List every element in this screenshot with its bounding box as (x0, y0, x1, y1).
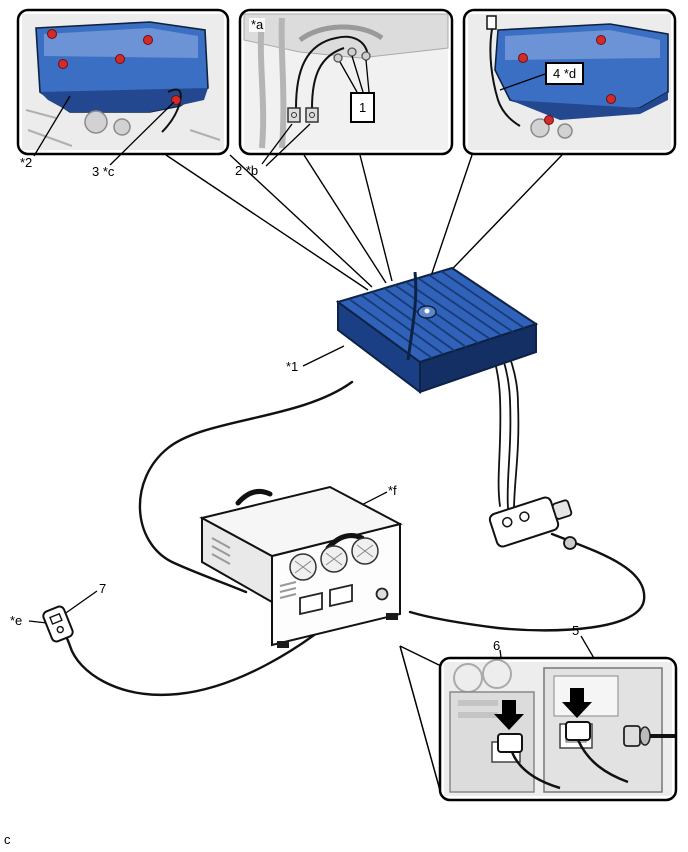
label-7: 7 (99, 581, 107, 596)
outlet-right (329, 583, 353, 608)
connector-cluster-artwork (488, 496, 573, 548)
hv-battery-artwork (335, 266, 539, 395)
plug-artwork (42, 605, 74, 643)
outlet-left (299, 591, 323, 616)
cables (54, 295, 646, 697)
callout-right-border (462, 8, 677, 156)
label-star-f: *f (388, 483, 397, 498)
footer-note: c (4, 832, 11, 847)
plug-detail-right (565, 721, 591, 741)
callout-bottom-border (438, 656, 678, 802)
bolt-markers-right (518, 35, 616, 125)
bolt-markers-left (47, 29, 181, 105)
magnifier-lines (399, 645, 442, 795)
label-star-2: *2 (20, 155, 33, 170)
callout-middle-border (238, 8, 454, 156)
plug-detail-left (497, 733, 523, 753)
charger-artwork (199, 485, 403, 648)
label-star-e: *e (10, 613, 23, 628)
label-leader-lines (28, 55, 637, 739)
carry-handle-left (235, 489, 273, 506)
label-2b: 2 *b (235, 163, 259, 178)
cable-grommet (623, 725, 641, 747)
label-4d-boxed: 4 *d (545, 62, 585, 85)
dc-connector (375, 587, 389, 601)
label-6: 6 (493, 638, 501, 653)
insert-arrow-left (494, 700, 524, 730)
label-star-1: *1 (286, 359, 299, 374)
callout-bottom-artwork (440, 658, 676, 800)
carry-handle-center (325, 533, 365, 551)
callout-left-border (16, 8, 230, 156)
insert-arrow-right (562, 688, 592, 718)
label-3c: 3 *c (92, 164, 115, 179)
callout-left-artwork (18, 10, 228, 154)
label-5: 5 (572, 623, 580, 638)
locator-lines (165, 154, 563, 291)
label-star-a: *a (249, 17, 266, 33)
label-1-boxed: 1 (350, 92, 376, 123)
callout-middle-artwork (240, 10, 452, 154)
cable-joint (563, 536, 577, 550)
